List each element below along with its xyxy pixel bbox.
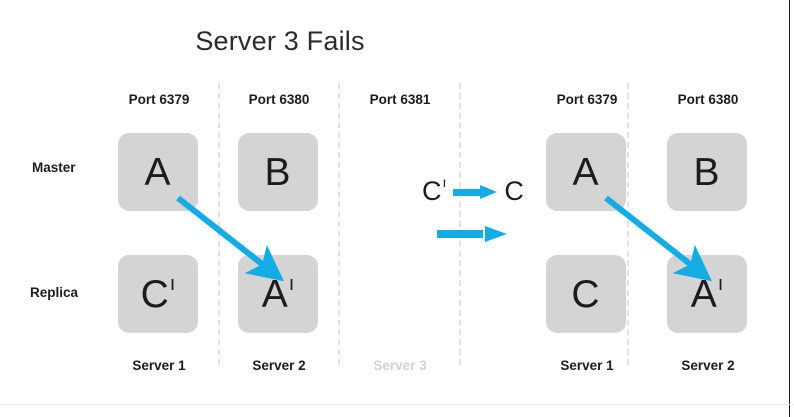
node-left-master-server2[interactable]: B — [238, 133, 318, 211]
node-glyph: C — [571, 272, 600, 316]
column-divider-left-1 — [218, 83, 220, 365]
node-glyph: Cı — [140, 272, 176, 316]
slide-right-border — [789, 0, 790, 417]
server-label-left-3: Server 3 — [373, 358, 427, 373]
node-glyph: A — [144, 150, 171, 194]
slide-bottom-border — [0, 404, 794, 405]
promotion-arrow-icon — [453, 184, 498, 199]
server-label-left-2: Server 2 — [252, 358, 306, 373]
failover-arrow-right — [604, 195, 713, 282]
node-glyph: A — [572, 150, 599, 194]
promotion-annotation: Cı C — [422, 174, 524, 207]
column-divider-right-1 — [627, 83, 629, 365]
port-label-left-3: Port 6381 — [369, 92, 431, 107]
transition-arrow-icon — [437, 226, 507, 242]
promotion-from-label: Cı — [422, 174, 447, 206]
port-label-right-1: Port 6379 — [556, 92, 618, 107]
port-label-left-2: Port 6380 — [248, 92, 310, 107]
server-label-right-1: Server 1 — [560, 358, 614, 373]
node-glyph: B — [264, 150, 291, 194]
row-label-master: Master — [32, 160, 76, 175]
server-label-right-2: Server 2 — [681, 358, 735, 373]
failover-arrow-left — [176, 195, 285, 282]
node-right-master-server2[interactable]: B — [667, 133, 747, 211]
node-left-master-server1[interactable]: A — [118, 133, 198, 211]
promotion-to-label: C — [504, 176, 524, 206]
port-label-right-2: Port 6380 — [677, 92, 739, 107]
page-title: Server 3 Fails — [195, 26, 365, 56]
port-label-left-1: Port 6379 — [128, 92, 190, 107]
column-divider-left-3 — [459, 83, 461, 365]
row-label-replica: Replica — [30, 285, 79, 300]
server-label-left-1: Server 1 — [132, 358, 186, 373]
node-right-master-server1[interactable]: A — [546, 133, 626, 211]
column-divider-left-2 — [338, 83, 340, 365]
node-right-replica-server1[interactable]: C — [546, 255, 626, 333]
node-left-replica-server1[interactable]: Cı — [118, 255, 198, 333]
node-glyph: B — [693, 150, 720, 194]
